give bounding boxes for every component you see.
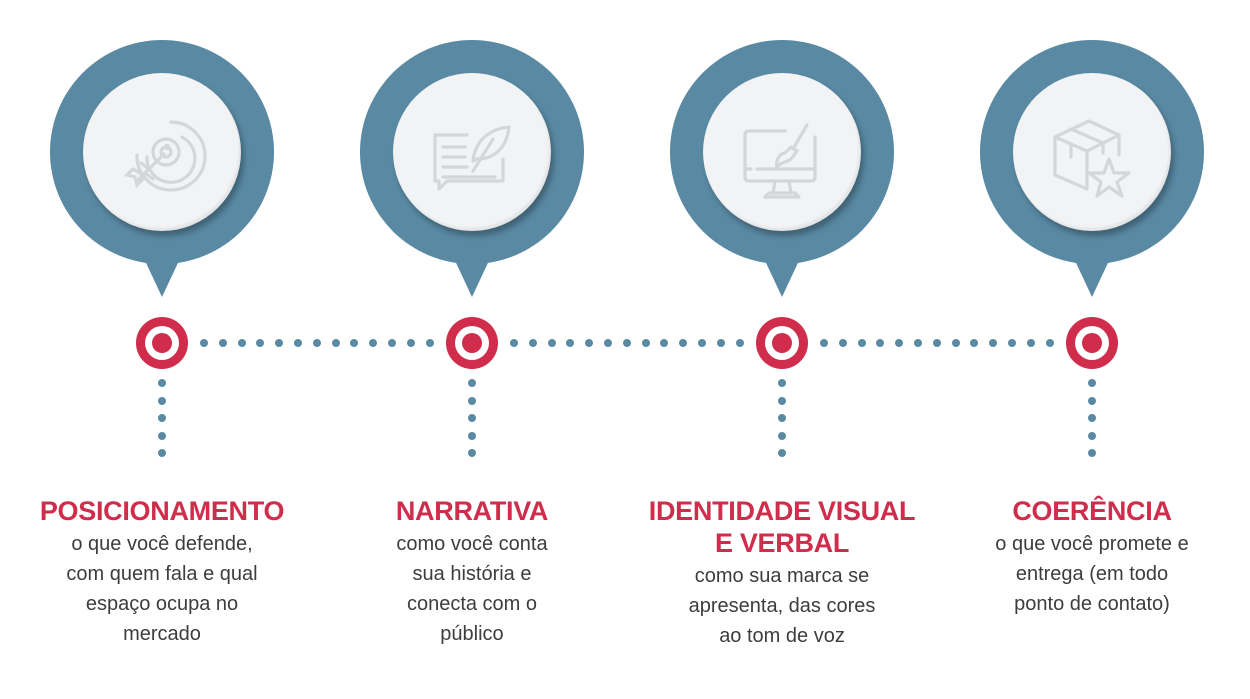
connector-2-3	[510, 339, 744, 347]
timeline-marker	[756, 317, 808, 369]
vertical-connector	[778, 379, 786, 467]
vertical-connector	[1088, 379, 1096, 467]
timeline-marker	[446, 317, 498, 369]
step-text: IDENTIDADE VISUAL E VERBAL como sua marc…	[627, 495, 937, 651]
vertical-connector	[468, 379, 476, 467]
step-text: NARRATIVA como você conta sua história e…	[317, 495, 627, 649]
pin	[980, 40, 1204, 300]
step-description: como sua marca se apresenta, das cores a…	[688, 565, 876, 647]
step-title: COERÊNCIA	[1012, 496, 1172, 526]
quill-document-icon	[433, 125, 511, 191]
step-text: POSICIONAMENTO o que você defende, com q…	[7, 495, 317, 649]
step-narrativa: NARRATIVA como você conta sua história e…	[317, 0, 627, 699]
pin	[670, 40, 894, 300]
connector-3-4	[820, 339, 1054, 347]
pin	[50, 40, 274, 300]
step-title: IDENTIDADE VISUAL E VERBAL	[648, 496, 916, 558]
connector-1-2	[200, 339, 434, 347]
step-coerencia: COERÊNCIA o que você promete e entrega (…	[937, 0, 1247, 699]
step-title: POSICIONAMENTO	[39, 496, 285, 526]
step-posicionamento: POSICIONAMENTO o que você defende, com q…	[7, 0, 317, 699]
step-identidade: IDENTIDADE VISUAL E VERBAL como sua marc…	[627, 0, 937, 699]
step-description: como você conta sua história e conecta c…	[396, 533, 548, 645]
step-title: NARRATIVA	[395, 496, 549, 526]
icon-disc	[703, 73, 861, 231]
vertical-connector	[158, 379, 166, 467]
icon-disc	[83, 73, 241, 231]
timeline-marker	[136, 317, 188, 369]
timeline-marker	[1066, 317, 1118, 369]
monitor-paintbrush-icon	[743, 123, 817, 199]
pin	[360, 40, 584, 300]
step-description: o que você defende, com quem fala e qual…	[66, 533, 258, 645]
icon-disc	[393, 73, 551, 231]
box-star-icon	[1053, 119, 1131, 198]
step-description: o que você promete e entrega (em todo po…	[995, 533, 1189, 615]
target-arrow-icon	[123, 120, 207, 192]
step-text: COERÊNCIA o que você promete e entrega (…	[937, 495, 1247, 619]
icon-disc	[1013, 73, 1171, 231]
